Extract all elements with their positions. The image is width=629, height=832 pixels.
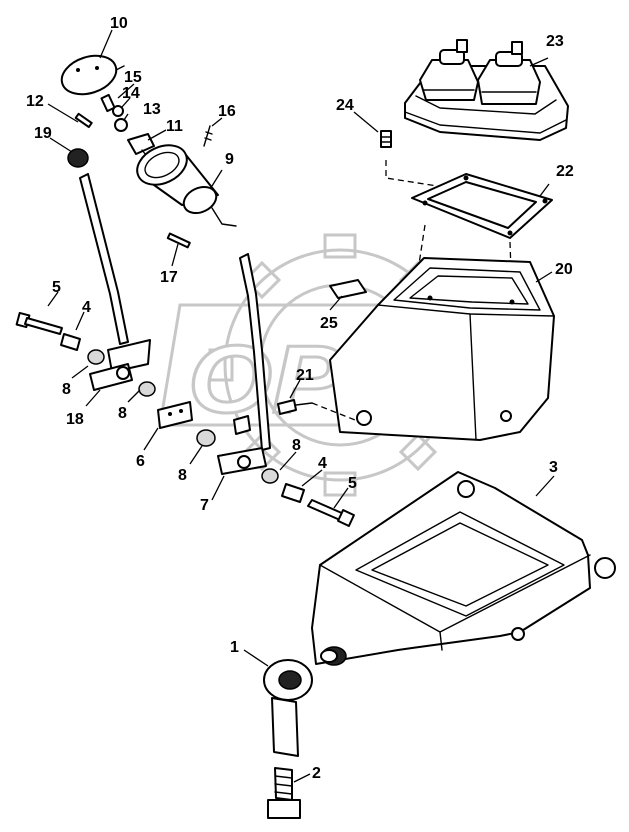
part-bolt-2 <box>267 767 301 819</box>
callout-2: 2 <box>312 765 321 782</box>
part-bracket-6 <box>157 401 193 429</box>
part-lever-left <box>79 173 151 391</box>
callout-9: 9 <box>225 151 234 168</box>
callout-24: 24 <box>336 97 354 114</box>
part-console-housing <box>329 257 555 441</box>
part-boot <box>404 39 569 141</box>
callout-15: 15 <box>124 69 142 86</box>
part-spacer-right <box>281 483 305 503</box>
part-gasket <box>411 173 553 239</box>
callout-5a: 5 <box>52 279 61 296</box>
callout-4a: 4 <box>82 299 91 316</box>
callout-5b: 5 <box>348 475 357 492</box>
leader-lines <box>47 29 555 783</box>
callout-12: 12 <box>26 93 44 110</box>
callout-16: 16 <box>218 103 236 120</box>
callout-7: 7 <box>200 497 209 514</box>
part-bolt-left <box>15 311 63 335</box>
part-rod-end <box>263 659 313 757</box>
callout-23: 23 <box>546 33 564 50</box>
part-cap-19 <box>67 148 89 168</box>
callout-25: 25 <box>320 315 338 332</box>
callout-1: 1 <box>230 639 239 656</box>
callout-8a: 8 <box>62 381 71 398</box>
part-lever-right <box>217 253 271 475</box>
callout-6: 6 <box>136 453 145 470</box>
callout-18: 18 <box>66 411 84 428</box>
callout-8d: 8 <box>292 437 301 454</box>
part-bushings <box>87 349 279 484</box>
callout-3: 3 <box>549 459 558 476</box>
callout-20: 20 <box>555 261 573 278</box>
part-base-plate <box>311 471 616 666</box>
callout-8c: 8 <box>178 467 187 484</box>
part-pin-12 <box>74 112 93 129</box>
part-cylinder-handle <box>136 144 237 227</box>
callout-10: 10 <box>110 15 128 32</box>
part-screw-16 <box>203 125 213 147</box>
part-screw-21 <box>277 399 313 415</box>
callout-21: 21 <box>296 367 314 384</box>
callout-17: 17 <box>160 269 178 286</box>
callout-labels: 1 2 3 4 4 5 5 6 7 8 8 8 8 9 10 11 12 13 … <box>26 15 574 782</box>
callout-19: 19 <box>34 125 52 142</box>
part-clip-25 <box>329 279 367 299</box>
callout-22: 22 <box>556 163 574 180</box>
part-knob-cap <box>60 54 125 96</box>
part-spacer-left <box>60 333 81 351</box>
callout-8b: 8 <box>118 405 127 422</box>
part-bolt-right <box>307 499 355 527</box>
part-pin-17 <box>166 232 191 249</box>
callout-11: 11 <box>166 118 183 135</box>
callout-14: 14 <box>122 85 140 102</box>
callout-4b: 4 <box>318 455 327 472</box>
callout-13: 13 <box>143 101 161 118</box>
part-small-15-14-13 <box>100 93 128 132</box>
part-pin-24 <box>380 130 392 148</box>
